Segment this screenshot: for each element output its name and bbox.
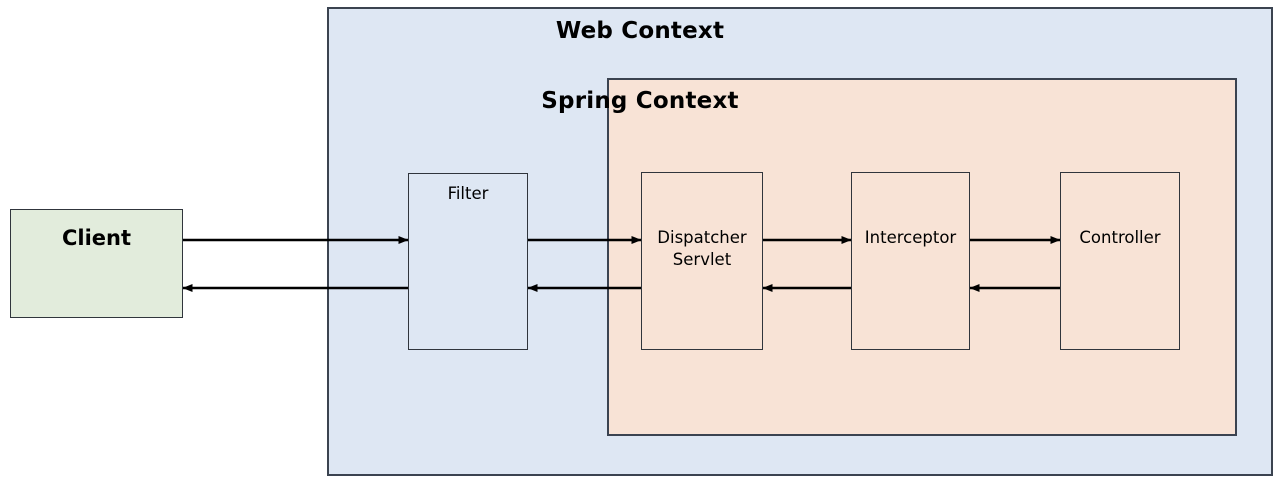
dispatcher-servlet-node[interactable]: Dispatcher Servlet: [641, 172, 763, 350]
filter-node[interactable]: Filter: [408, 173, 528, 350]
client-node-label: Client: [61, 226, 132, 250]
interceptor-node-label: Interceptor: [864, 228, 957, 247]
controller-node-label: Controller: [1079, 228, 1161, 247]
client-node[interactable]: Client: [10, 209, 183, 318]
spring-context-title: Spring Context: [541, 88, 739, 114]
web-context-title: Web Context: [555, 18, 725, 44]
interceptor-node[interactable]: Interceptor: [851, 172, 970, 350]
controller-node[interactable]: Controller: [1060, 172, 1180, 350]
filter-node-label: Filter: [447, 184, 489, 203]
dispatcher-servlet-node-label: Dispatcher Servlet: [657, 228, 747, 270]
